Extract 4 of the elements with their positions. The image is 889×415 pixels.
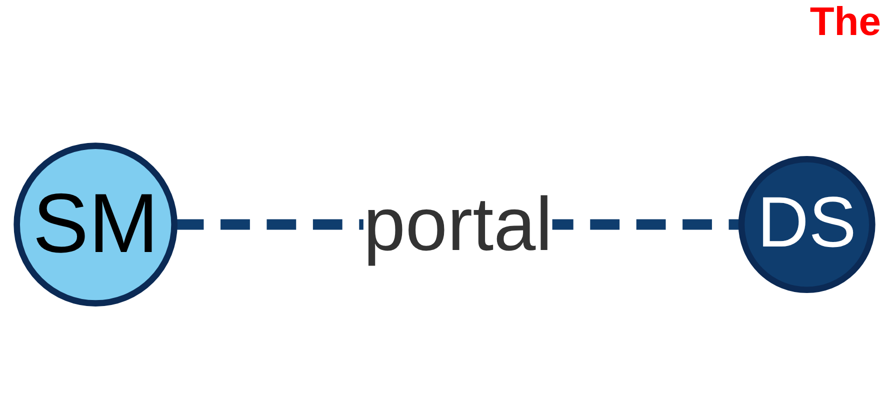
edge-label: portal — [363, 180, 552, 267]
node-circle: SM — [14, 143, 178, 307]
node-circle: DS — [738, 156, 876, 294]
heading-text: The — [810, 0, 881, 45]
